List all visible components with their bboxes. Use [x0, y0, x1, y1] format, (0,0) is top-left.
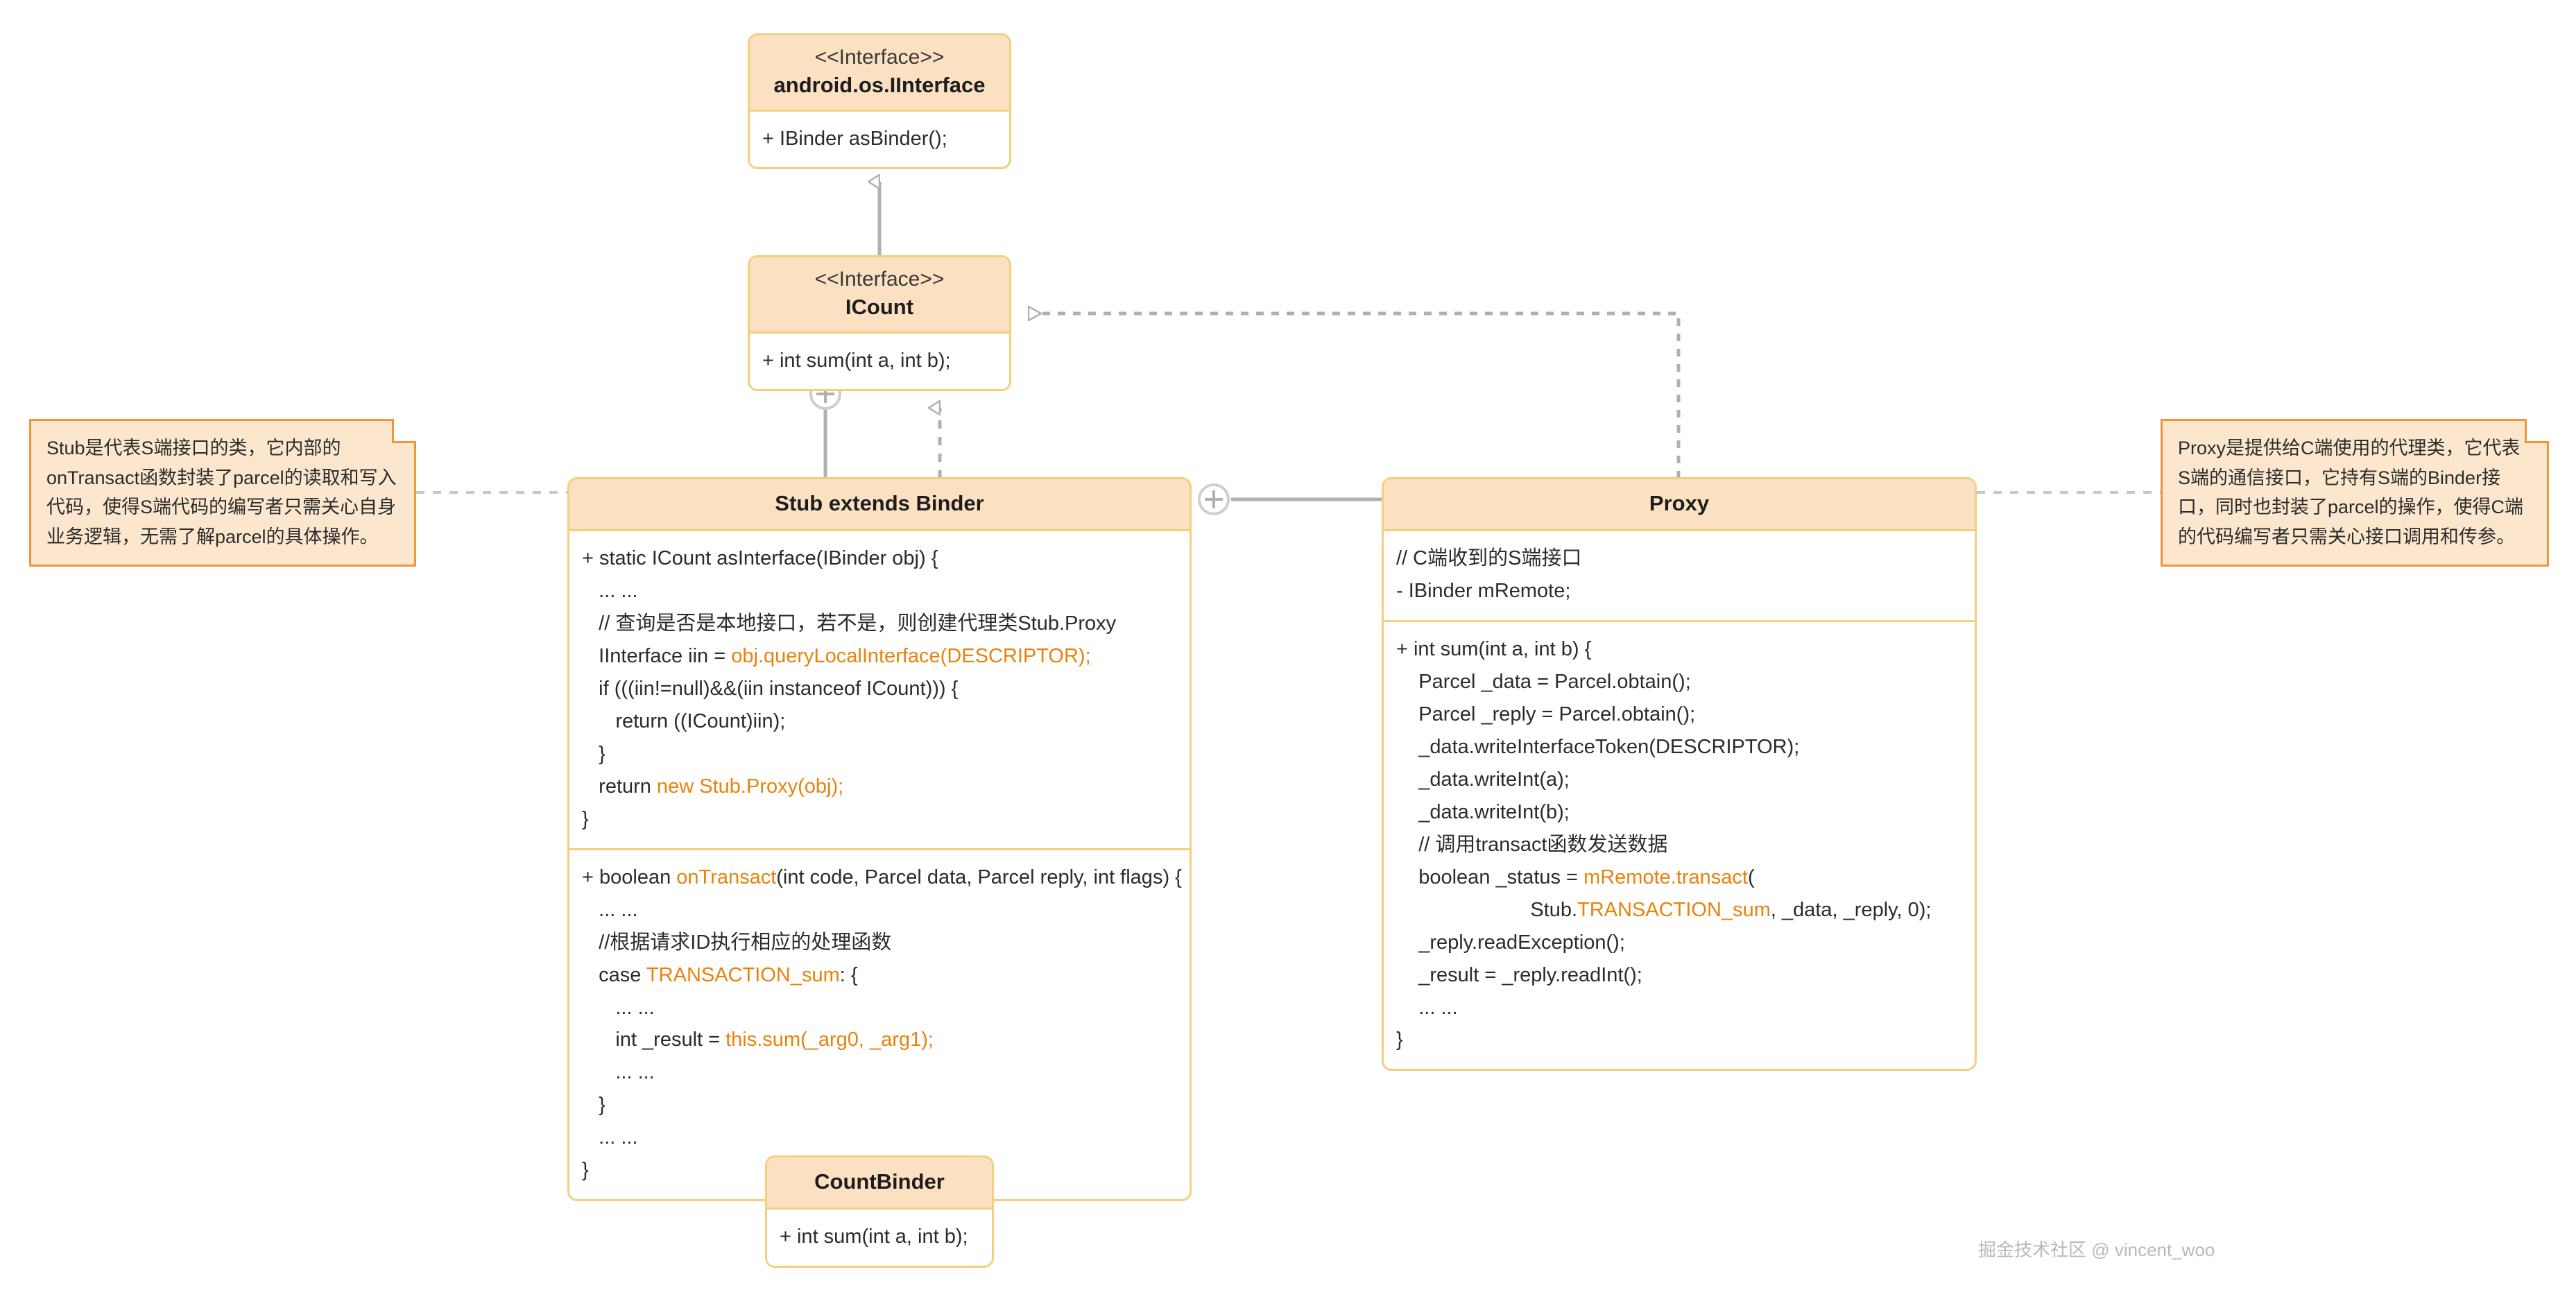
code-line: // 调用transact函数发送数据	[1396, 833, 1668, 856]
code-line: }	[582, 1094, 606, 1117]
code-token-highlight: mRemote.transact	[1583, 866, 1748, 888]
code-line: }	[1396, 1029, 1403, 1051]
class-name-label: Stub extends Binder	[775, 491, 984, 515]
class-members-countbinder: + int sum(int a, int b);	[767, 1210, 992, 1266]
code-token-highlight: obj.queryLocalInterface(DESCRIPTOR);	[731, 644, 1091, 667]
note-proxy: Proxy是提供给C端使用的代理类，它代表S端的通信接口，它持有S端的Binde…	[2161, 419, 2549, 567]
class-header-icount: <<Interface>> ICount	[750, 257, 1009, 334]
connector-stub-nested-in-icount	[809, 378, 841, 479]
class-header-iinterface: <<Interface>> android.os.IInterface	[750, 35, 1009, 112]
code-token-highlight: onTransact	[676, 866, 777, 888]
code-token: : {	[839, 963, 858, 986]
code-line: + boolean onTransact(int code, Parcel da…	[582, 866, 1182, 888]
class-method-as-interface: + static ICount asInterface(IBinder obj)…	[569, 531, 1190, 848]
code-line: return ((ICount)iin);	[582, 710, 786, 732]
class-name-label: android.os.IInterface	[773, 72, 986, 97]
code-line: // 查询是否是本地接口，若不是，则创建代理类Stub.Proxy	[582, 612, 1117, 635]
class-method-sum: + int sum(int a, int b) { Parcel _data =…	[1384, 619, 1975, 1069]
code-line: ... ...	[582, 996, 655, 1019]
member-line: + int sum(int a, int b);	[780, 1225, 968, 1248]
code-line: }	[582, 807, 589, 830]
note-fold-corner-icon	[2525, 419, 2549, 443]
class-header-countbinder: CountBinder	[767, 1158, 992, 1210]
member-line: + int sum(int a, int b);	[762, 349, 951, 372]
code-line: }	[582, 742, 606, 765]
class-box-icount[interactable]: <<Interface>> ICount + int sum(int a, in…	[748, 255, 1011, 392]
code-token: , _data, _reply, 0);	[1770, 898, 1932, 921]
code-token: (	[1747, 866, 1755, 888]
field-line: // C端收到的S端接口	[1396, 547, 1582, 569]
member-line: + IBinder asBinder();	[762, 127, 947, 150]
class-header-proxy: Proxy	[1384, 479, 1975, 531]
code-line: }	[582, 1159, 589, 1182]
class-box-countbinder[interactable]: CountBinder + int sum(int a, int b);	[765, 1155, 994, 1268]
class-members-iinterface: + IBinder asBinder();	[750, 112, 1009, 168]
watermark-label: 掘金技术社区 @ vincent_woo	[1978, 1239, 2215, 1260]
class-name-label: Proxy	[1649, 491, 1710, 515]
code-line: Stub.TRANSACTION_sum, _data, _reply, 0);	[1396, 898, 1932, 921]
code-token-highlight: this.sum(_arg0, _arg1);	[725, 1029, 934, 1051]
code-line: //根据请求ID执行相应的处理函数	[582, 931, 892, 954]
connector-proxy-realizes-icount	[1029, 313, 1681, 479]
code-line: ... ...	[582, 1126, 638, 1149]
code-line: + int sum(int a, int b) {	[1396, 637, 1592, 660]
code-line: case TRANSACTION_sum: {	[582, 963, 858, 986]
class-name-label: ICount	[845, 294, 914, 319]
note-stub: Stub是代表S端接口的类，它内部的onTransact函数封装了parcel的…	[29, 419, 416, 567]
code-line: Parcel _data = Parcel.obtain();	[1396, 670, 1691, 693]
code-token: (int code, Parcel data, Parcel reply, in…	[776, 866, 1182, 888]
class-header-stub: Stub extends Binder	[569, 479, 1190, 531]
class-members-icount: + int sum(int a, int b);	[750, 334, 1009, 390]
code-token-highlight: new Stub.Proxy(obj);	[657, 775, 844, 798]
class-box-proxy[interactable]: Proxy // C端收到的S端接口 - IBinder mRemote; + …	[1382, 477, 1977, 1072]
class-name-label: CountBinder	[814, 1169, 945, 1194]
code-line: _data.writeInt(b);	[1396, 800, 1570, 823]
code-line: Parcel _reply = Parcel.obtain();	[1396, 703, 1696, 725]
code-token-highlight: TRANSACTION_sum	[1577, 898, 1771, 921]
code-line: _data.writeInt(a);	[1396, 768, 1570, 791]
note-text: Proxy是提供给C端使用的代理类，它代表S端的通信接口，它持有S端的Binde…	[2178, 438, 2524, 547]
stereotype-label: <<Interface>>	[814, 268, 945, 291]
code-line: ... ...	[582, 579, 638, 602]
code-line: + static ICount asInterface(IBinder obj)…	[582, 547, 938, 569]
code-line: int _result = this.sum(_arg0, _arg1);	[582, 1029, 934, 1051]
class-box-stub[interactable]: Stub extends Binder + static ICount asIn…	[567, 477, 1192, 1202]
code-line: _result = _reply.readInt();	[1396, 963, 1642, 986]
note-fold-corner-icon	[392, 419, 416, 443]
stereotype-label: <<Interface>>	[814, 46, 945, 69]
class-method-on-transact: + boolean onTransact(int code, Parcel da…	[569, 848, 1190, 1200]
class-box-iinterface[interactable]: <<Interface>> android.os.IInterface + IB…	[748, 33, 1011, 170]
code-line: ... ...	[582, 1061, 655, 1084]
code-line: ... ...	[582, 898, 638, 921]
connector-proxy-nested-in-stub	[1198, 483, 1382, 515]
code-line: boolean _status = mRemote.transact(	[1396, 866, 1755, 888]
note-text: Stub是代表S端接口的类，它内部的onTransact函数封装了parcel的…	[46, 438, 397, 547]
code-token-highlight: TRANSACTION_sum	[646, 963, 840, 986]
code-line: ... ...	[1396, 996, 1458, 1019]
code-line: _data.writeInterfaceToken(DESCRIPTOR);	[1396, 735, 1800, 758]
code-line: return new Stub.Proxy(obj);	[582, 775, 844, 798]
field-line: - IBinder mRemote;	[1396, 579, 1571, 602]
code-line: if (((iin!=null)&&(iin instanceof ICount…	[582, 677, 959, 700]
code-line: IInterface iin = obj.queryLocalInterface…	[582, 644, 1091, 667]
code-line: _reply.readException();	[1396, 931, 1625, 954]
class-fields-proxy: // C端收到的S端接口 - IBinder mRemote;	[1384, 531, 1975, 620]
